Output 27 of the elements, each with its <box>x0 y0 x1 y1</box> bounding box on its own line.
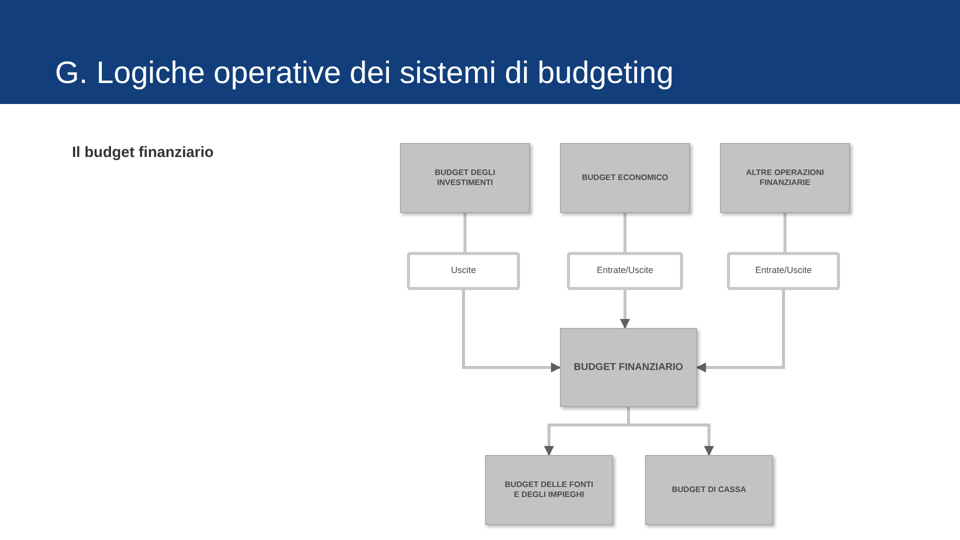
box-label: Entrate/Uscite <box>596 265 654 277</box>
connector-line <box>784 213 786 252</box>
box-label: Entrate/Uscite <box>755 265 812 277</box>
connector-line <box>464 213 466 252</box>
connector-arrow <box>462 290 561 372</box>
box-label: BUDGET DI CASSA <box>672 484 746 496</box>
flow-box <box>567 252 683 290</box>
section-heading: Il budget finanziario <box>72 144 214 161</box>
budget-box <box>485 455 613 525</box>
box-label: BUDGET DEGLI INVESTIMENTI <box>434 168 496 188</box>
budget-box <box>720 143 850 213</box>
budget-box <box>645 455 773 525</box>
box-label: Uscite <box>450 265 476 277</box>
connector-line <box>624 213 626 252</box>
box-label: BUDGET DELLE FONTI E DEGLI IMPIEGHI <box>504 480 594 500</box>
box-label: ALTRE OPERAZIONI FINANZIARIE <box>744 168 826 188</box>
flow-box <box>727 252 840 290</box>
budget-box <box>560 143 690 213</box>
box-label: BUDGET ECONOMICO <box>582 172 668 184</box>
slide-title: G. Logiche operative dei sistemi di budgeting <box>55 54 674 92</box>
connector-arrow <box>627 407 714 456</box>
budget-box <box>400 143 530 213</box>
connector-arrow <box>696 290 785 372</box>
connector-arrow <box>620 290 630 329</box>
box-label: BUDGET FINANZIARIO <box>574 361 684 374</box>
flow-box <box>407 252 520 290</box>
budget-box <box>560 328 697 407</box>
